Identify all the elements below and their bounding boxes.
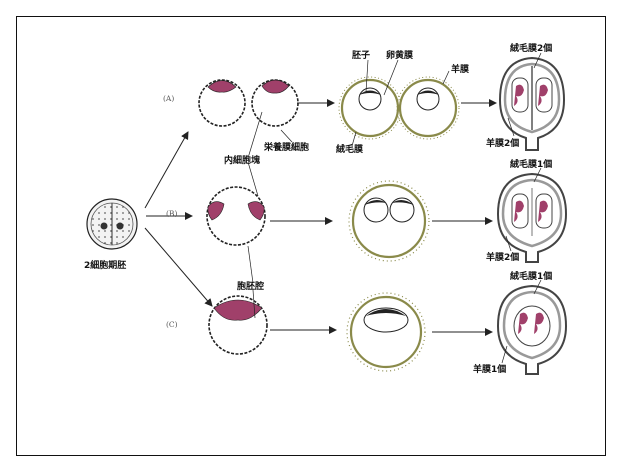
arrow-to-c <box>145 228 212 306</box>
label-amnion-2-a: 羊膜2個 <box>486 137 519 149</box>
row-c-blastocyst <box>209 296 267 354</box>
label-embryo: 胚子 <box>352 50 370 61</box>
label-chorion-2: 絨毛膜2個 <box>510 42 552 54</box>
row-a-result <box>500 58 564 150</box>
row-label-b: (B) <box>166 209 177 218</box>
row-b-embryo <box>349 181 429 261</box>
row-b-result <box>498 174 566 262</box>
label-amnion-1-c: 羊膜1個 <box>473 363 506 375</box>
row-b-blastocyst <box>207 187 265 245</box>
label-inner-cell-mass: 内細胞塊 <box>224 154 260 166</box>
two-cell-label: 2細胞期胚 <box>84 259 126 271</box>
label-chorion-1-c: 絨毛膜1個 <box>510 270 552 282</box>
row-label-c: (C) <box>166 320 178 329</box>
arrow-to-a <box>145 132 188 208</box>
row-c-result <box>498 286 566 374</box>
row-a-embryos <box>339 77 459 139</box>
label-blastocoel: 胞胚腔 <box>236 280 264 292</box>
two-cell-embryo <box>87 199 137 249</box>
label-chorion-1-b: 絨毛膜1個 <box>510 158 552 170</box>
label-chorion: 絨毛膜 <box>336 143 364 155</box>
label-amnion: 羊膜 <box>451 63 470 75</box>
label-amnion-2-b: 羊膜2個 <box>486 251 519 263</box>
label-trophoblast: 栄養膜細胞 <box>263 141 309 153</box>
row-c-embryo <box>347 293 425 371</box>
label-yolk-sac: 卵黄膜 <box>386 49 414 61</box>
row-label-a: (A) <box>163 94 174 103</box>
row-a-blastocysts <box>199 80 298 126</box>
